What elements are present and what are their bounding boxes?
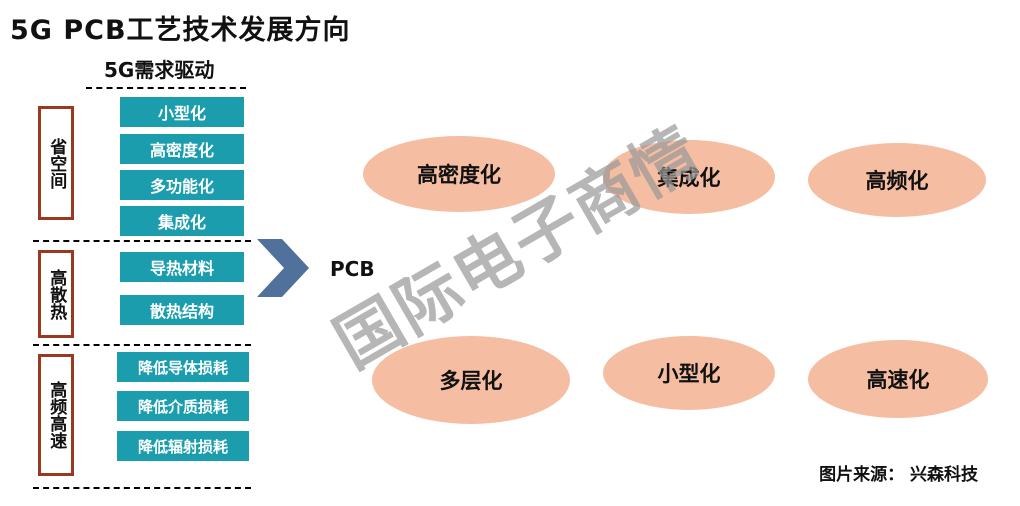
ellipse-integration: 集成化: [603, 140, 775, 214]
heading-underline: [86, 87, 246, 89]
source-credit: 图片来源： 兴森科技: [819, 465, 978, 485]
category-save-space: 省空间: [38, 106, 74, 220]
ellipse-multilayer: 多层化: [372, 336, 570, 424]
item-multifunction: 多功能化: [120, 170, 244, 200]
item-thermal-material: 导热材料: [120, 252, 244, 282]
ellipse-high-density: 高密度化: [363, 136, 555, 212]
category-high-freq-high-speed: 高频高速: [38, 354, 74, 476]
item-reduce-conductor-loss: 降低导体损耗: [117, 352, 249, 382]
section-divider-3: [33, 487, 251, 489]
pcb-label: PCB: [330, 257, 375, 281]
page-title: 5G PCB工艺技术发展方向: [10, 15, 351, 46]
category-heat-dissipation: 高散热: [38, 250, 74, 338]
section-divider-1: [33, 240, 251, 242]
ellipse-high-speed: 高速化: [808, 340, 988, 418]
item-integration: 集成化: [120, 206, 244, 236]
driver-heading: 5G需求驱动: [104, 58, 215, 82]
item-miniaturization: 小型化: [120, 97, 244, 127]
ellipse-high-frequency: 高频化: [808, 143, 986, 217]
item-high-density: 高密度化: [120, 134, 244, 164]
item-heat-structure: 散热结构: [120, 295, 244, 325]
flow-arrow-icon: [257, 239, 309, 297]
item-reduce-dielectric-loss: 降低介质损耗: [117, 391, 249, 421]
section-divider-2: [33, 344, 251, 346]
item-reduce-radiation-loss: 降低辐射损耗: [117, 431, 249, 461]
ellipse-miniaturization: 小型化: [603, 336, 775, 410]
